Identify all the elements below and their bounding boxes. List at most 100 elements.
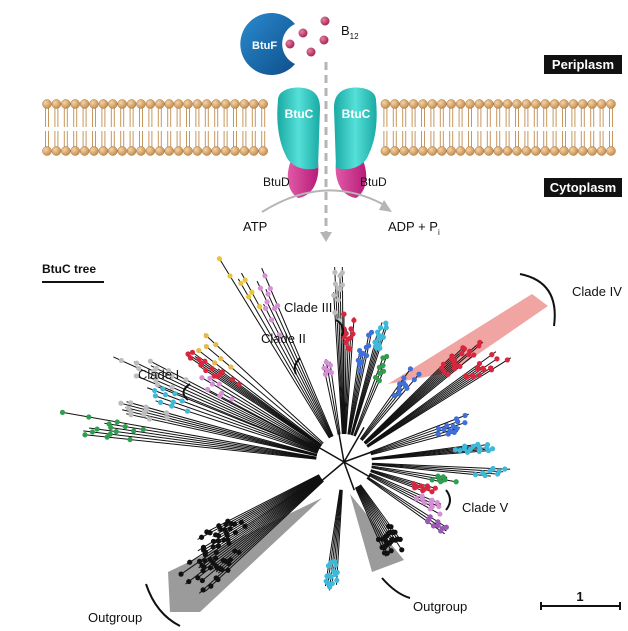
periplasm-tag	[544, 55, 622, 74]
clade2-bracket	[293, 357, 301, 375]
tree-branch	[220, 392, 320, 449]
lipid-head	[521, 146, 532, 156]
tree-tip	[127, 436, 133, 443]
lipid-head	[61, 146, 71, 156]
tree-tip	[169, 384, 175, 390]
lipid-head	[117, 99, 127, 109]
tree-tip	[106, 421, 112, 427]
btuc-right-label: BtuC	[342, 107, 371, 121]
tree-branch	[218, 257, 330, 439]
tree-branch	[361, 371, 421, 442]
tree-branch	[155, 400, 318, 454]
tree-tip	[208, 583, 214, 589]
adp-label: ADP + Pi	[388, 219, 440, 237]
tree-tip	[227, 273, 233, 279]
tree-tip	[195, 575, 201, 581]
tree-tip	[332, 269, 338, 275]
lipid-head	[465, 146, 475, 156]
tree-tip	[232, 529, 239, 536]
tree-tip	[199, 577, 205, 584]
tree-tip	[264, 299, 270, 305]
tree-tip	[152, 393, 159, 399]
tree-tip	[325, 563, 332, 569]
tree-tip	[152, 387, 158, 394]
clade3-label: Clade III	[284, 300, 332, 315]
tree-tip	[487, 468, 493, 474]
tree-tip	[397, 381, 403, 387]
tree-branch	[241, 272, 332, 438]
lipid-head	[390, 99, 400, 109]
tree-tip	[331, 292, 337, 298]
tree-tip	[489, 352, 495, 358]
btuc-left-protein	[277, 87, 320, 170]
lipid-head	[239, 99, 250, 109]
tree-tip	[203, 367, 209, 374]
tree-tip	[221, 537, 227, 543]
tree-branch	[364, 360, 457, 444]
tree-tip	[189, 349, 196, 355]
tree-tip	[339, 270, 345, 276]
lipid-head	[493, 99, 503, 109]
tree-tip	[187, 355, 194, 361]
tree-branch	[199, 366, 321, 447]
tree-tip	[275, 302, 281, 309]
tree-tip	[216, 381, 222, 387]
tree-branch	[369, 473, 440, 508]
tree-branch	[201, 479, 323, 582]
lipid-head	[145, 99, 156, 109]
lipid-head	[126, 99, 137, 109]
tree-branch	[263, 303, 332, 438]
tree-tip	[379, 544, 385, 551]
tree-tip	[385, 523, 392, 530]
tree-tip	[225, 537, 231, 543]
tree-tip	[418, 483, 424, 489]
tree-tip	[136, 365, 142, 372]
lipid-head	[493, 146, 503, 156]
tree-branch	[364, 341, 484, 445]
tree-branch	[212, 479, 323, 570]
tree-branch	[363, 346, 465, 443]
lipid-head	[89, 146, 99, 156]
tree-tip	[454, 425, 460, 432]
tree-branch	[351, 334, 382, 436]
tree-tip	[348, 326, 354, 332]
lipid-head	[239, 146, 250, 156]
clade4-bracket	[519, 273, 556, 327]
tree-branch	[370, 427, 461, 455]
tree-tip	[380, 334, 386, 340]
tree-branch	[371, 463, 504, 473]
tree-tip	[213, 341, 219, 348]
tree-tip	[481, 367, 487, 373]
tree-branch	[203, 333, 324, 444]
b12-molecule	[298, 28, 308, 38]
lipid-head	[42, 146, 52, 156]
tree-tip	[380, 536, 386, 542]
lipid-head	[484, 99, 494, 109]
tree-tip	[343, 330, 349, 337]
tree-tip	[154, 382, 160, 388]
tree-tip	[246, 294, 252, 300]
tree-tip	[372, 339, 378, 345]
atp-hydrolysis-arrow	[261, 189, 387, 213]
tree-tip	[324, 573, 330, 579]
lipid-head	[606, 146, 616, 156]
tree-tip	[153, 373, 159, 380]
tree-tip	[213, 532, 219, 538]
tree-tip	[435, 519, 441, 525]
clade5-label: Clade V	[462, 500, 509, 515]
tree-tip	[432, 485, 438, 491]
tree-tip	[429, 477, 435, 483]
lipid-head	[455, 146, 466, 156]
tree-tip	[122, 423, 128, 430]
lipid-head	[70, 99, 80, 109]
tree-branch	[371, 462, 511, 470]
tree-branch	[364, 350, 466, 444]
tree-tip	[504, 357, 510, 363]
tree-tip	[459, 351, 465, 357]
outgroup2-bracket	[381, 577, 411, 599]
tree-tip	[334, 577, 340, 583]
lipid-head	[578, 146, 588, 156]
lipid-head	[512, 146, 522, 156]
tree-tip	[218, 356, 224, 362]
tree-branch	[187, 355, 322, 447]
